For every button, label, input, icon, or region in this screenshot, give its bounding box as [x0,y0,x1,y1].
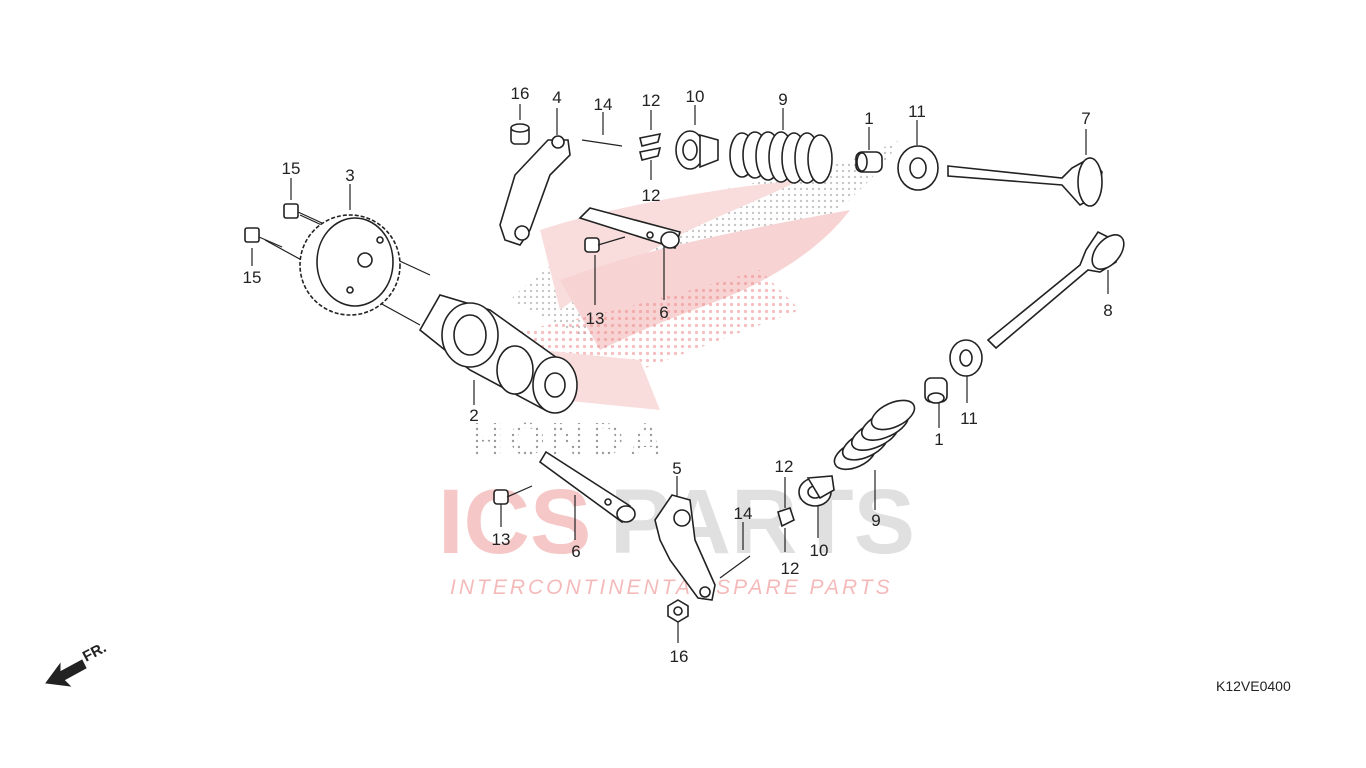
label-part-8: 8 [1103,301,1112,320]
valve-spring-lower [833,399,916,471]
leader-lines [251,104,1109,643]
front-arrow-label: FR. [80,639,109,665]
label-part-9-upper: 9 [778,90,787,109]
rocker-shaft-upper [578,207,682,250]
label-part-9-lower: 9 [871,511,880,530]
collar-16-upper [510,123,530,145]
label-part-10-upper: 10 [686,87,705,106]
cam-sprocket [299,214,401,316]
label-part-1-upper: 1 [864,109,873,128]
stud-14-upper [581,139,623,147]
watermark: HONDA ICS PARTS INTERCONTINENTAL SPARE P… [438,140,915,599]
part-labels: 16 4 14 12 12 10 9 1 11 7 8 3 15 15 6 13… [243,84,1113,666]
label-part-11-lower: 11 [960,409,978,428]
watermark-logo-left: ICS [438,471,591,573]
label-part-3: 3 [345,166,354,185]
bolt-13-upper [584,236,626,253]
label-part-14-lower: 14 [734,504,753,523]
stem-seal-1-lower [924,377,948,404]
collar-16-lower [667,599,689,623]
bolt-13-lower [493,485,533,505]
label-part-1-lower: 1 [934,430,943,449]
label-part-2: 2 [469,406,478,425]
cotter-12-lower [777,506,795,528]
label-part-4: 4 [552,88,561,107]
stem-seal-1-upper [855,151,883,173]
label-part-13-upper: 13 [586,309,605,328]
camshaft [418,294,578,414]
front-arrow: FR. [45,639,109,687]
label-part-13-lower: 13 [492,530,511,549]
rocker-arm-upper [499,135,571,246]
label-part-12-c: 12 [775,457,794,476]
spring-seat-11-upper [897,145,939,191]
label-part-12-a: 12 [642,91,661,110]
valve-spring-upper [729,131,833,184]
retainer-10-lower [798,475,835,507]
retainer-10-upper [675,130,719,170]
label-part-5: 5 [672,459,681,478]
rocker-arm-lower [654,494,716,601]
label-part-15-lower: 15 [243,268,262,287]
diagram-code: K12VE0400 [1216,678,1291,694]
label-part-6-lower: 6 [571,542,580,561]
valve-7 [947,156,1103,207]
bolt-15-upper [283,203,323,224]
label-part-16-lower: 16 [670,647,689,666]
rocker-shaft-lower [538,450,636,524]
front-arrow-icon [45,659,87,687]
watermark-brand: HONDA [470,413,669,465]
label-part-7: 7 [1081,109,1090,128]
label-part-15-upper: 15 [282,159,301,178]
watermark-tagline: INTERCONTINENTAL SPARE PARTS [450,576,893,599]
label-part-14-upper: 14 [594,95,613,114]
bolt-15-lower [244,227,283,248]
label-part-6-upper: 6 [659,303,668,322]
label-part-16-upper: 16 [511,84,530,103]
cotter-12-upper [639,132,662,161]
valve-8 [986,230,1125,350]
label-part-12-d: 12 [781,559,800,578]
label-part-11-upper: 11 [908,102,926,121]
spring-seat-11-lower [949,339,983,377]
stud-14-lower [719,555,751,579]
label-part-10-lower: 10 [810,541,829,560]
label-part-12-b: 12 [642,186,661,205]
